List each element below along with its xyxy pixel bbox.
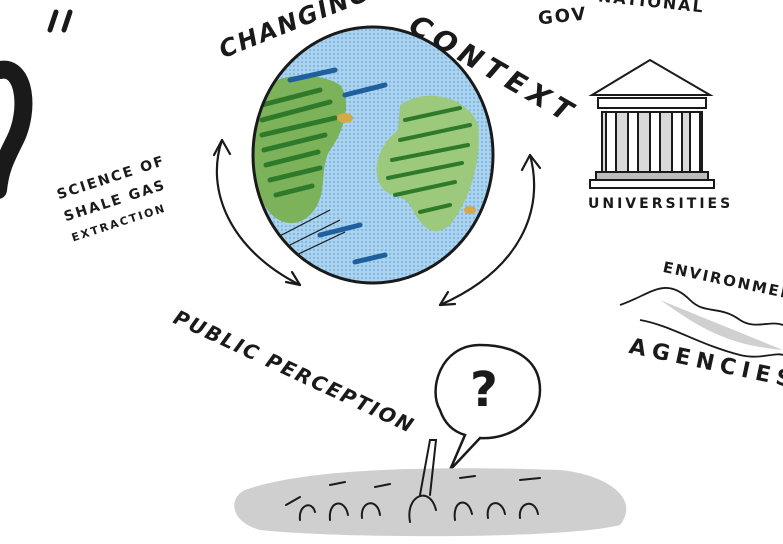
speech-bubble-icon xyxy=(434,343,542,471)
speech-question-mark: ? xyxy=(470,362,500,418)
large-question-mark-icon xyxy=(0,60,33,199)
bank-building-icon xyxy=(588,58,715,189)
label-universities: UNIVERSITIES xyxy=(588,196,734,212)
crowd-icon xyxy=(234,439,627,537)
cycle-arrows xyxy=(212,138,542,307)
quote-marks-icon xyxy=(47,9,73,33)
globe-icon xyxy=(251,25,495,285)
mountains-icon xyxy=(619,287,783,358)
